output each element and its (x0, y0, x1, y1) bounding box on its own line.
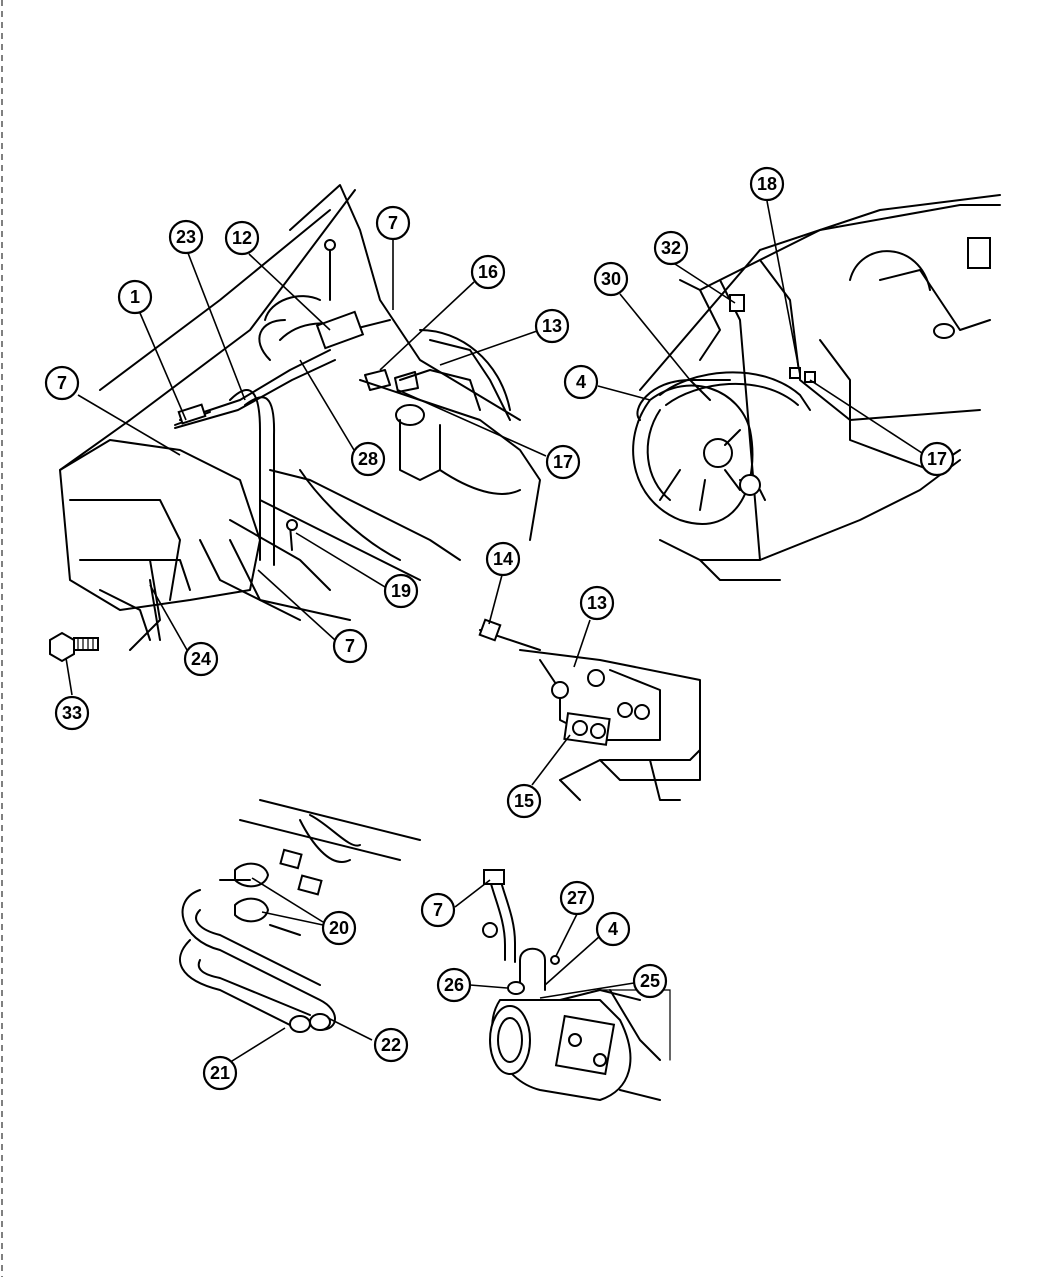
callout-12: 12 (224, 220, 260, 256)
callout-15-label: 15 (514, 791, 534, 811)
callout-16-label: 16 (478, 262, 498, 282)
callout-24-label: 24 (191, 649, 211, 669)
expansion-valve-view (478, 618, 701, 801)
callout-16: 16 (470, 254, 506, 290)
callout-22: 22 (373, 1027, 409, 1063)
callout-7-label: 7 (433, 900, 443, 920)
callout-21-label: 21 (210, 1063, 230, 1083)
callout-13-label: 13 (542, 316, 562, 336)
callout-17-label: 17 (553, 452, 573, 472)
heater-hoses-view (179, 799, 421, 1033)
callout-32: 32 (653, 230, 689, 266)
leader-lines (65, 200, 923, 1067)
callout-23-label: 23 (176, 227, 196, 247)
callout-28: 28 (350, 441, 386, 477)
callout-7: 7 (420, 892, 456, 928)
callout-17: 17 (545, 444, 581, 480)
callout-25-label: 25 (640, 971, 660, 991)
callout-20-label: 20 (329, 918, 349, 938)
callout-23: 23 (168, 219, 204, 255)
callout-1: 1 (117, 279, 153, 315)
callout-13: 13 (579, 585, 615, 621)
callout-32-label: 32 (661, 238, 681, 258)
callout-30: 30 (593, 261, 629, 297)
bolt-33-illustration (49, 631, 99, 663)
callout-27: 27 (559, 880, 595, 916)
callout-14-label: 14 (493, 549, 513, 569)
callout-7: 7 (332, 628, 368, 664)
callout-27-label: 27 (567, 888, 587, 908)
engine-compartment-view (59, 184, 541, 651)
fan-shroud-view (632, 194, 1001, 581)
callout-4: 4 (595, 911, 631, 947)
callout-26: 26 (436, 967, 472, 1003)
callout-7-label: 7 (345, 636, 355, 656)
callout-33: 33 (54, 695, 90, 731)
callout-25: 25 (632, 963, 668, 999)
callout-7: 7 (44, 365, 80, 401)
callout-7-label: 7 (57, 373, 67, 393)
callout-4: 4 (563, 364, 599, 400)
callout-12-label: 12 (232, 228, 252, 248)
callout-13: 13 (534, 308, 570, 344)
callout-17-label: 17 (927, 449, 947, 469)
callout-28-label: 28 (358, 449, 378, 469)
callout-20: 20 (321, 910, 357, 946)
callout-19-label: 19 (391, 581, 411, 601)
callout-24: 24 (183, 641, 219, 677)
callout-4-label: 4 (576, 372, 586, 392)
callout-14: 14 (485, 541, 521, 577)
callout-15: 15 (506, 783, 542, 819)
callout-30-label: 30 (601, 269, 621, 289)
callout-1-label: 1 (130, 287, 140, 307)
callout-7-label: 7 (388, 213, 398, 233)
callout-33-label: 33 (62, 703, 82, 723)
callout-19: 19 (383, 573, 419, 609)
callout-22-label: 22 (381, 1035, 401, 1055)
callout-18-label: 18 (757, 174, 777, 194)
callout-17: 17 (919, 441, 955, 477)
callout-13-label: 13 (587, 593, 607, 613)
callout-7: 7 (375, 205, 411, 241)
callout-18: 18 (749, 166, 785, 202)
callout-21: 21 (202, 1055, 238, 1091)
callout-26-label: 26 (444, 975, 464, 995)
callout-4-label: 4 (608, 919, 618, 939)
